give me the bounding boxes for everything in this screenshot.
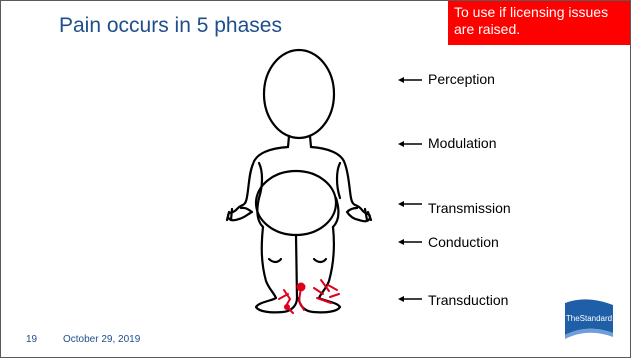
logo-text: TheStandard	[566, 314, 612, 323]
page-number: 19	[26, 334, 37, 345]
standard-logo-icon: TheStandard	[563, 297, 618, 341]
label-perception: Perception	[428, 71, 495, 87]
left-arrow-icon	[398, 200, 422, 208]
label-modulation: Modulation	[428, 135, 497, 151]
label-transduction: Transduction	[428, 292, 508, 308]
left-arrow-icon	[398, 76, 422, 84]
label-conduction: Conduction	[428, 234, 499, 250]
label-transmission: Transmission	[428, 200, 511, 216]
pain-marks-icon	[279, 280, 339, 313]
left-arrow-icon	[398, 238, 422, 246]
left-arrow-icon	[398, 140, 422, 148]
footer-date: October 29, 2019	[63, 334, 140, 345]
left-arrow-icon	[398, 295, 422, 303]
